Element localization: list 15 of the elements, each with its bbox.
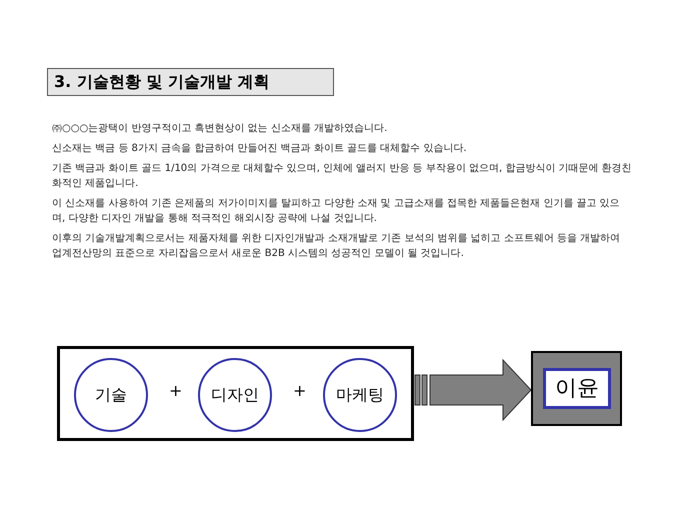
plus-sign: + (169, 381, 182, 401)
paragraph: 기존 백금과 화이트 골드 1/10의 가격으로 대체할수 있으며, 인체에 앨러지 반응 등 부작용이 없으며, 합금방식이 기때문에 환경친화적인 제품입니다. (52, 162, 632, 191)
paragraph: 신소재는 백금 등 8가지 금속을 합금하여 만들어진 백금과 화이트 골드를 대체할수 있습니다. (52, 142, 468, 156)
paragraph: ㈜○○○는광택이 반영구적이고 흑변현상이 없는 신소재를 개발하였습니다. (52, 122, 388, 136)
title-bar: 3. 기술현황 및 기술개발 계획 (47, 68, 334, 96)
node-label: 디자인 (211, 384, 259, 406)
paragraph: 이 신소재를 사용하여 기존 은제품의 저가이미지를 탈피하고 다양한 소재 및 고급소재를 접목한 제품들은현재 인기를 끌고 있으며, 다양한 디자인 개발을 통해 적극적인 해외시장 공략에 나설 것입니다. (52, 197, 621, 226)
paragraph: 이후의 기술개발계획으로서는 제품자체를 위한 디자인개발과 소재개발로 기존 보석의 범위를 넓히고 소프트웨어 등을 개발하여 업계전산망의 표준으로 자리잡음으로서 새로운 B2B 시스템의 성공적인 모델이 될 것입니다. (52, 232, 622, 261)
node-label: 마케팅 (336, 384, 384, 406)
node-label: 이윤 (555, 375, 599, 403)
result-box (543, 368, 611, 409)
group-box (57, 346, 414, 441)
plus-sign: + (293, 381, 306, 401)
result-panel (531, 351, 622, 426)
node-label: 기술 (95, 384, 127, 406)
